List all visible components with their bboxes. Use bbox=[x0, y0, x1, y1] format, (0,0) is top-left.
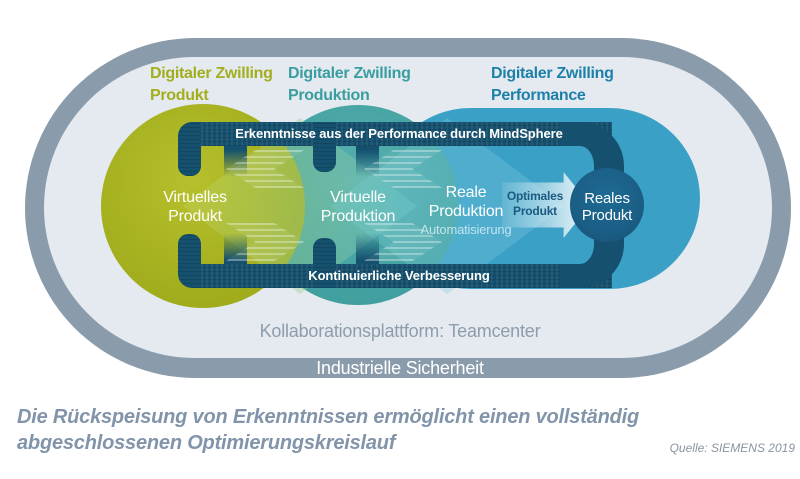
virtuelles-produkt-line1: Virtuelles bbox=[163, 189, 227, 206]
title-performance-line1: Digitaler Zwilling bbox=[491, 65, 614, 82]
virtuelle-produktion-line2: Produktion bbox=[320, 208, 396, 225]
loop-fade-stub-top-produktion bbox=[356, 146, 379, 178]
loop-hook-bottom-produktion bbox=[313, 238, 336, 288]
optimales-produkt-line2: Produkt bbox=[513, 204, 557, 218]
title-digitaler-zwilling-produkt: Digitaler Zwilling Produkt bbox=[150, 63, 273, 107]
loop-hook-bottom-produkt bbox=[178, 234, 201, 288]
loop-hook-top-produkt bbox=[178, 122, 201, 176]
reales-produkt-line2: Produkt bbox=[581, 207, 633, 224]
reales-produkt-circle-shape bbox=[570, 168, 644, 242]
title-produktion-line2: Produktion bbox=[288, 87, 370, 104]
optimales-produkt-label: Optimales Produkt bbox=[503, 189, 567, 219]
caption-line2: abgeschlossenen Optimierungskreislauf bbox=[17, 432, 396, 454]
loop-fade-stub-bottom-produktion bbox=[356, 232, 379, 264]
reale-produktion-label: Reale Produktion Automatisierung bbox=[396, 183, 536, 237]
reales-produkt-line1: Reales bbox=[584, 190, 630, 207]
virtuelles-produkt-line2: Produkt bbox=[168, 208, 222, 225]
virtuelle-produktion-line1: Virtuelle bbox=[330, 189, 386, 206]
industrielle-sicherheit-label: Industrielle Sicherheit bbox=[316, 358, 484, 378]
reale-produktion-line2: Produktion bbox=[428, 203, 504, 220]
loop-bottom-band-label: Kontinuierliche Verbesserung bbox=[308, 268, 490, 283]
title-produkt-line1: Digitaler Zwilling bbox=[150, 65, 273, 82]
title-digitaler-zwilling-performance: Digitaler Zwilling Performance bbox=[491, 63, 614, 107]
loop-fade-stub-bottom-produkt bbox=[224, 232, 247, 264]
caption-text: Die Rückspeisung von Erkenntnissen ermög… bbox=[17, 404, 657, 456]
loop-top-band bbox=[186, 122, 612, 146]
virtuelle-produktion-label: Virtuelle Produktion bbox=[288, 188, 428, 226]
reales-produkt-label: Reales Produkt bbox=[560, 190, 654, 224]
title-produkt-line2: Produkt bbox=[150, 87, 209, 104]
title-produktion-line1: Digitaler Zwilling bbox=[288, 65, 411, 82]
title-digitaler-zwilling-produktion: Digitaler Zwilling Produktion bbox=[288, 63, 411, 107]
kollaborationsplattform-label: Kollaborationsplattform: Teamcenter bbox=[259, 321, 541, 341]
source-attribution: Quelle: SIEMENS 2019 bbox=[669, 441, 795, 455]
reale-produktion-line1: Reale bbox=[445, 184, 487, 201]
loop-hook-top-produktion bbox=[313, 122, 336, 172]
title-performance-line2: Performance bbox=[491, 87, 586, 104]
loop-bottom-band bbox=[186, 264, 612, 288]
loop-fade-stub-top-produkt bbox=[224, 146, 247, 178]
loop-top-band-label: Erkenntnisse aus der Performance durch M… bbox=[235, 126, 563, 141]
automatisierung-label: Automatisierung bbox=[420, 222, 512, 237]
virtuelles-produkt-label: Virtuelles Produkt bbox=[135, 188, 255, 226]
optimales-produkt-line1: Optimales bbox=[506, 189, 564, 203]
caption-line1: Die Rückspeisung von Erkenntnissen ermög… bbox=[17, 406, 639, 428]
